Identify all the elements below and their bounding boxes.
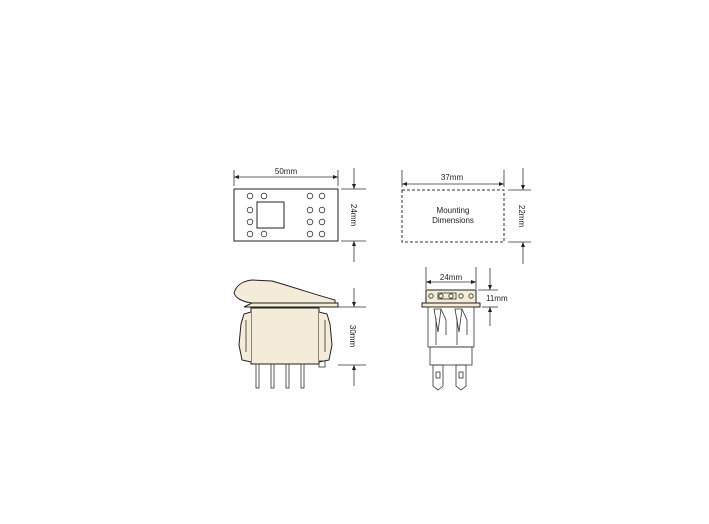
dim-top-height-label: 24mm [349, 204, 358, 227]
side-tab [318, 360, 326, 368]
dim-front-height: 11mm [478, 268, 508, 326]
right-clip [318, 311, 333, 363]
dim-mount-width: 37mm [401, 170, 505, 187]
top-view-outline [233, 188, 339, 242]
top-view: 50mm 24mm [233, 167, 366, 262]
left-holes [246, 192, 268, 238]
dim-mount-height: 22mm [508, 168, 531, 264]
mounting-cutout [401, 189, 505, 243]
rocker-cap [233, 279, 336, 306]
front-view: 24mm 11mm [421, 267, 508, 391]
dim-mount-height-label: 22mm [517, 205, 526, 228]
dim-top-width: 50mm [233, 167, 339, 186]
left-clip [238, 311, 252, 363]
switch-body [250, 307, 320, 365]
dim-mount-width-label: 37mm [441, 173, 464, 182]
right-holes [306, 192, 326, 238]
side-terminals [255, 363, 305, 389]
mounting-label-line1: Mounting [437, 206, 470, 215]
dim-top-height: 24mm [341, 168, 366, 262]
bezel [243, 302, 339, 308]
dim-front-width: 24mm [425, 267, 477, 289]
top-view-opening [256, 201, 285, 229]
side-view: 30mm [233, 279, 366, 389]
dim-side-height: 30mm [338, 288, 366, 386]
front-bezel [421, 302, 481, 308]
dim-front-width-label: 24mm [440, 273, 463, 282]
dim-top-width-label: 50mm [275, 167, 298, 176]
mounting-label-line2: Dimensions [432, 216, 474, 225]
mounting-view: Mounting Dimensions 37mm 22mm [401, 168, 531, 264]
dim-side-height-label: 30mm [348, 325, 357, 348]
front-terminals [432, 364, 467, 391]
dim-front-height-label: 11mm [486, 294, 508, 303]
